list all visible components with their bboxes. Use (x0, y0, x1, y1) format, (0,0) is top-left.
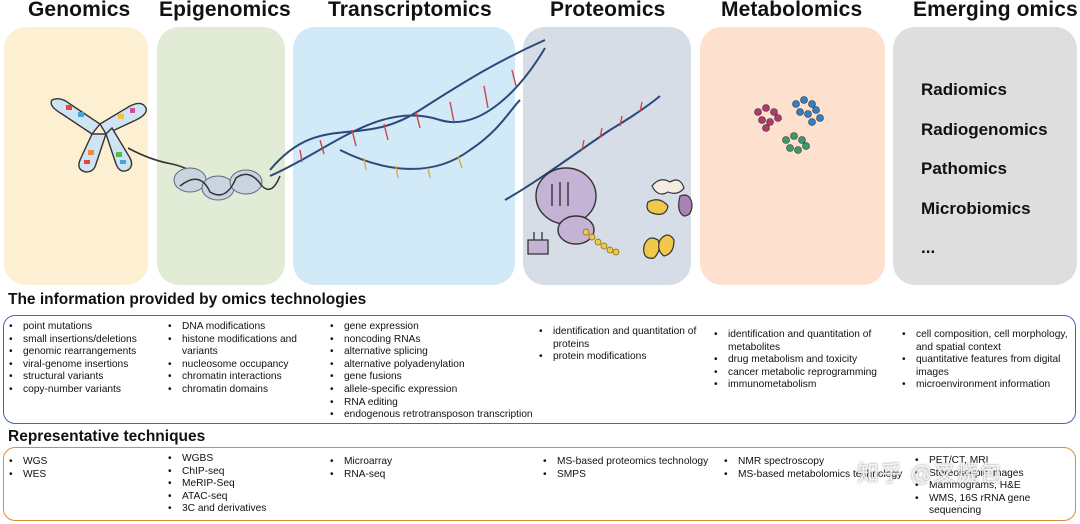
tech-list-epigenomics: WGBS ChIP-seq MeRIP-Seq ATAC-seq 3C and … (166, 453, 306, 516)
tech-list-emerging: PET/CT, MRI Stereoscopic images Mammogra… (913, 455, 1073, 518)
list-item: MS-based metabolomics technology (722, 469, 912, 482)
list-item: small insertions/deletions (7, 334, 157, 347)
info-list-epigenomics: DNA modifications histone modifications … (166, 321, 306, 397)
list-item: identification and quantitation of metab… (712, 329, 892, 354)
tech-list-proteomics: MS-based proteomics technology SMPS (541, 456, 721, 481)
list-item: allele-specific expression (328, 384, 548, 397)
list-item: noncoding RNAs (328, 334, 548, 347)
list-item: Stereoscopic images (913, 468, 1073, 481)
list-item: RNA-seq (328, 469, 508, 482)
list-item: quantitative features from digital image… (900, 354, 1072, 379)
list-item: ChIP-seq (166, 466, 306, 479)
list-item: gene fusions (328, 371, 548, 384)
emerging-item-radiogenomics: Radiogenomics (921, 119, 1048, 139)
list-item: immunometabolism (712, 379, 892, 392)
list-item: gene expression (328, 321, 548, 334)
list-item: Microarray (328, 456, 508, 469)
info-list-emerging: cell composition, cell morphology, and s… (900, 329, 1072, 392)
emerging-omics-panel (893, 27, 1077, 285)
epigenomics-panel (157, 27, 285, 285)
proteomics-panel (523, 27, 691, 285)
list-item: PET/CT, MRI (913, 455, 1073, 468)
list-item: WGBS (166, 453, 306, 466)
tech-list-genomics: WGS WES (7, 456, 157, 481)
list-item: MeRIP-Seq (166, 478, 306, 491)
info-list-transcriptomics: gene expression noncoding RNAs alternati… (328, 321, 548, 422)
info-section-title: The information provided by omics techno… (8, 291, 367, 308)
list-item: nucleosome occupancy (166, 359, 306, 372)
list-item: drug metabolism and toxicity (712, 354, 892, 367)
list-item: identification and quantitation of prote… (537, 326, 705, 351)
list-item: point mutations (7, 321, 157, 334)
transcriptomics-panel (293, 27, 515, 285)
list-item: chromatin interactions (166, 371, 306, 384)
list-item: Mammograms, H&E (913, 480, 1073, 493)
list-item: WGS (7, 456, 157, 469)
info-list-metabolomics: identification and quantitation of metab… (712, 329, 892, 392)
list-item: alternative polyadenylation (328, 359, 548, 372)
list-item: SMPS (541, 469, 721, 482)
list-item: genomic rearrangements (7, 346, 157, 359)
emerging-item-radiomics: Radiomics (921, 80, 1007, 99)
list-item: DNA modifications (166, 321, 306, 334)
emerging-omics-list: Radiomics Radiogenomics Pathomics Microb… (921, 70, 1048, 268)
tech-box (3, 447, 1076, 521)
list-item: endogenous retrotransposon transcription (328, 409, 548, 422)
list-item: MS-based proteomics technology (541, 456, 721, 469)
emerging-item-pathomics: Pathomics (921, 159, 1007, 178)
list-item: WES (7, 469, 157, 482)
list-item: structural variants (7, 371, 157, 384)
tech-list-transcriptomics: Microarray RNA-seq (328, 456, 508, 481)
header-metabolomics: Metabolomics (721, 0, 863, 21)
list-item: cancer metabolic reprogramming (712, 367, 892, 380)
header-genomics: Genomics (28, 0, 131, 21)
list-item: ATAC-seq (166, 491, 306, 504)
list-item: NMR spectroscopy (722, 456, 912, 469)
emerging-item-microbiomics: Microbiomics (921, 198, 1031, 218)
watermark-text: 知乎 @叉烧包 (857, 461, 1003, 486)
header-transcriptomics: Transcriptomics (328, 0, 492, 21)
genomics-panel (4, 27, 148, 285)
header-epigenomics: Epigenomics (159, 0, 291, 21)
list-item: histone modifications and variants (166, 334, 306, 359)
emerging-item-ellipsis: ... (921, 238, 936, 257)
tech-list-metabolomics: NMR spectroscopy MS-based metabolomics t… (722, 456, 912, 481)
list-item: chromatin domains (166, 384, 306, 397)
header-emerging-omics: Emerging omics (913, 0, 1078, 21)
list-item: microenvironment information (900, 379, 1072, 392)
list-item: WMS, 16S rRNA gene sequencing (913, 493, 1073, 518)
list-item: viral-genome insertions (7, 359, 157, 372)
header-proteomics: Proteomics (550, 0, 666, 21)
info-list-proteomics: identification and quantitation of prote… (537, 326, 705, 364)
list-item: 3C and derivatives (166, 503, 306, 516)
list-item: copy-number variants (7, 384, 157, 397)
list-item: alternative splicing (328, 346, 548, 359)
list-item: protein modifications (537, 351, 705, 364)
list-item: RNA editing (328, 397, 548, 410)
metabolomics-panel (700, 27, 885, 285)
info-box (3, 315, 1076, 424)
list-item: cell composition, cell morphology, and s… (900, 329, 1072, 354)
tech-section-title: Representative techniques (8, 428, 206, 445)
info-list-genomics: point mutations small insertions/deletio… (7, 321, 157, 397)
